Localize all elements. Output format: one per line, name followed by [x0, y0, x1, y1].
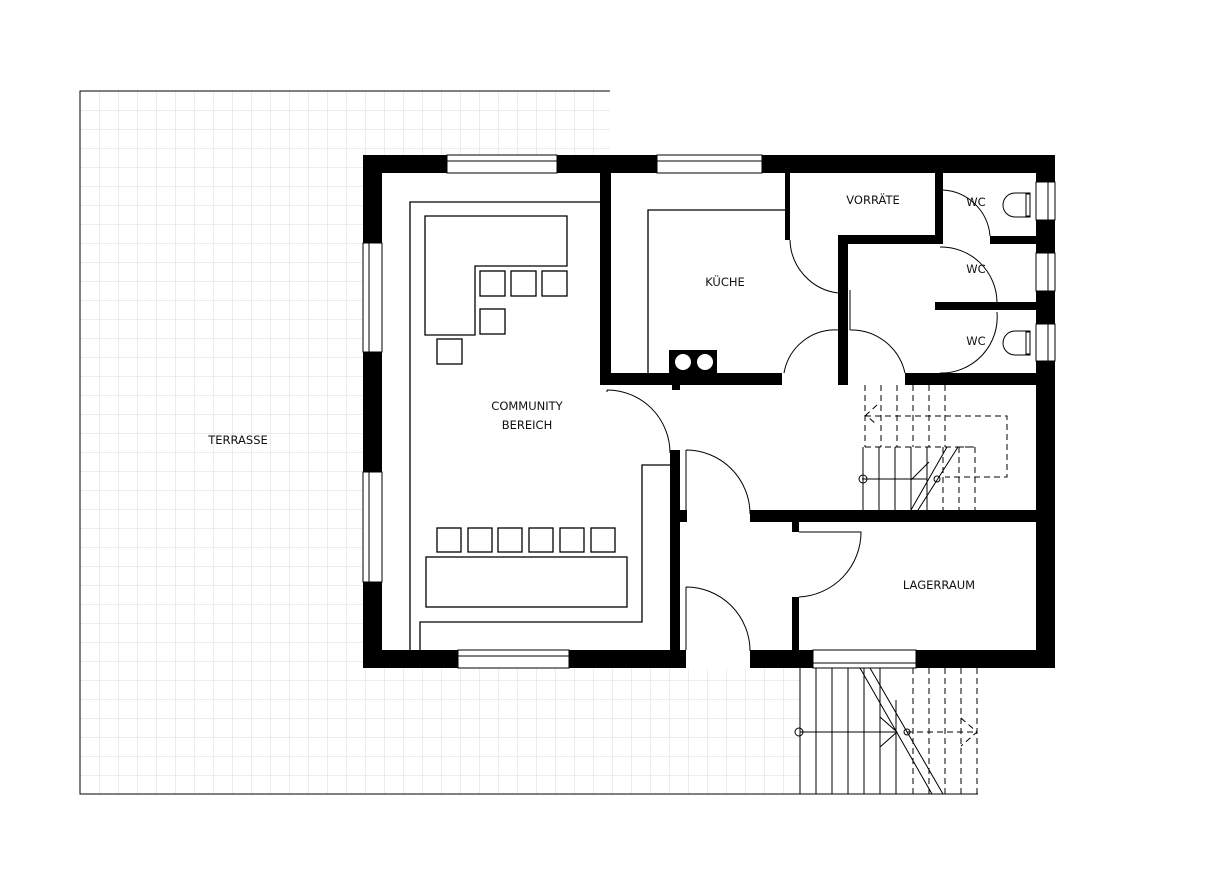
room-label-community-1: COMMUNITY	[491, 399, 563, 413]
interior-walls	[600, 173, 1036, 650]
toilet-icon	[1002, 192, 1031, 218]
room-label-wc-2: WC	[966, 262, 985, 276]
windows	[362, 154, 1056, 669]
doors	[606, 189, 998, 652]
toilet-icon	[1002, 330, 1031, 356]
exterior-staircase	[794, 667, 978, 795]
room-label-community-2: BEREICH	[502, 418, 552, 432]
interior-staircase	[858, 385, 1008, 511]
room-label-wc-3: WC	[966, 334, 985, 348]
room-label-pantry: VORRÄTE	[846, 192, 900, 207]
room-label-wc-1: WC	[966, 195, 985, 209]
room-label-kitchen: KÜCHE	[705, 273, 745, 289]
room-label-storage: LAGERRAUM	[903, 578, 975, 592]
kitchen-counter	[647, 209, 785, 390]
community-furniture	[409, 201, 670, 650]
room-label-terrace: TERRASSE	[207, 433, 268, 447]
